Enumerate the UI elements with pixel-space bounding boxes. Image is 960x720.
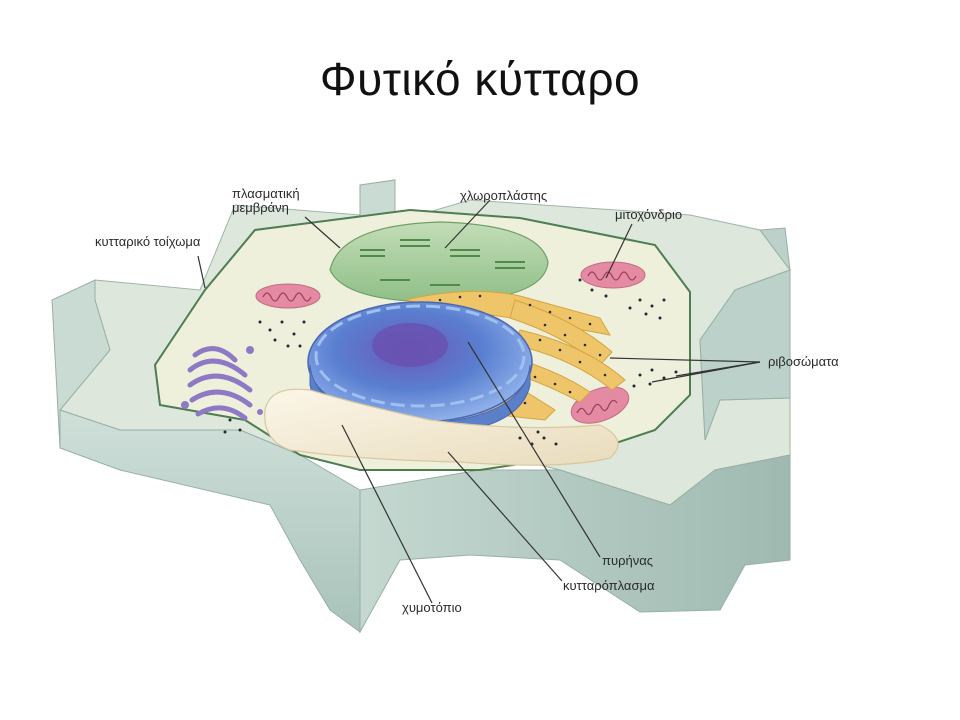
label-plasma-membrane-line1: πλασματική bbox=[232, 186, 300, 201]
label-cytoplasm: κυτταρόπλασμα bbox=[563, 578, 655, 593]
label-chloroplast: χλωροπλάστης bbox=[460, 188, 547, 203]
label-plasma-membrane-line2: μεμβράνη bbox=[232, 200, 289, 215]
label-nucleus: πυρήνας bbox=[602, 553, 653, 568]
leader-nucleus bbox=[467, 341, 601, 558]
label-ribosomes: ριβοσώματα bbox=[768, 354, 839, 369]
slide-title: Φυτικό κύτταρο bbox=[319, 53, 641, 105]
leader-cytoplasm bbox=[447, 451, 563, 582]
label-mitochondrion: μιτοχόνδριο bbox=[615, 207, 682, 222]
leader-chloroplast bbox=[444, 199, 491, 249]
leader-mitochondrion bbox=[605, 223, 633, 279]
label-cell-wall: κυτταρικό τοίχωμα bbox=[95, 234, 201, 249]
leader-lines bbox=[197, 199, 761, 604]
chloroplast bbox=[329, 221, 549, 303]
mitochondrion-top-right bbox=[580, 261, 646, 289]
leader-ribosomes-3 bbox=[651, 361, 761, 383]
free-ribosomes bbox=[223, 278, 678, 446]
leader-cell-wall bbox=[197, 255, 206, 289]
endoplasmic-reticulum bbox=[404, 290, 626, 421]
leader-vacuole bbox=[341, 424, 433, 604]
nucleolus bbox=[372, 323, 448, 367]
mitochondrion-left bbox=[255, 283, 321, 309]
leader-plasma-membrane bbox=[304, 216, 341, 249]
leader-ribosomes-1 bbox=[609, 357, 761, 363]
label-vacuole: χυμοτόπιο bbox=[402, 600, 462, 615]
golgi-apparatus bbox=[181, 346, 263, 421]
